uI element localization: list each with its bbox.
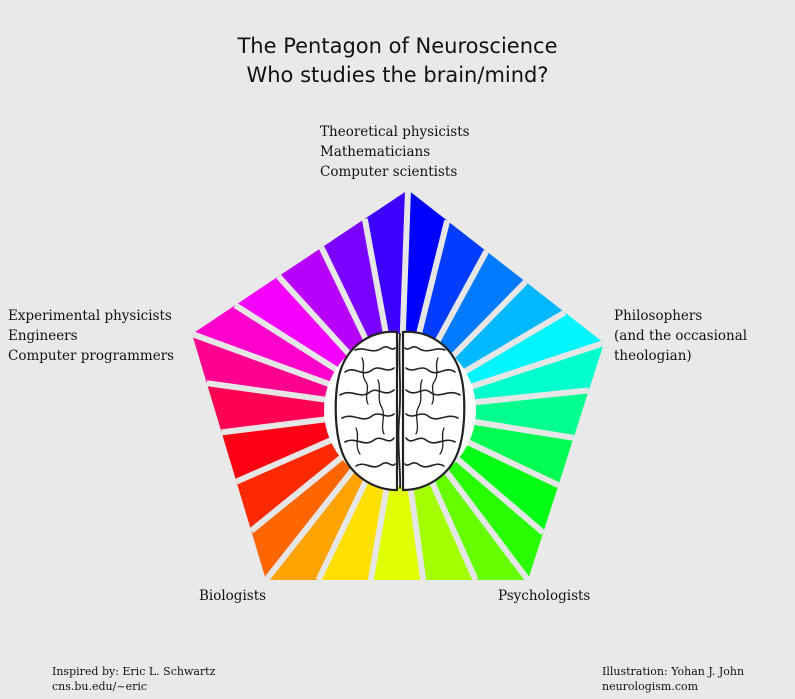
pentagon-wedge <box>400 390 589 438</box>
label-right-line: (and the occasional <box>614 328 748 344</box>
credit-inspired: Inspired by: Eric L. Schwartz cns.bu.edu… <box>52 664 215 694</box>
pentagon-wedge <box>370 410 424 580</box>
diagram-title: The Pentagon of Neuroscience <box>237 34 558 58</box>
pentagon-wedge <box>206 383 400 433</box>
label-top-line: Theoretical physicists <box>320 124 470 140</box>
diagram-subtitle: Who studies the brain/mind? <box>246 63 549 87</box>
label-right-line: Philosophers <box>614 308 703 324</box>
label-right: Philosophers (and the occasional theolog… <box>614 306 747 366</box>
label-bottom-right: Psychologists <box>498 588 591 604</box>
credit-illustration-name: Illustration: Yohan J. John <box>602 665 745 678</box>
credit-inspired-url: cns.bu.edu/~eric <box>52 680 148 693</box>
label-top: Theoretical physicists Mathematicians Co… <box>320 122 470 182</box>
label-left-line: Engineers <box>8 328 78 344</box>
credit-illustration: Illustration: Yohan J. John neurologism.… <box>602 664 744 694</box>
label-bottom-left: Biologists <box>199 588 267 604</box>
credit-inspired-name: Inspired by: Eric L. Schwartz <box>52 665 216 678</box>
label-right-line: theologian) <box>614 348 692 364</box>
brain-icon <box>334 330 466 492</box>
label-top-line: Computer scientists <box>320 164 458 180</box>
label-left-line: Computer programmers <box>8 348 175 364</box>
credit-illustration-url: neurologism.com <box>602 680 699 693</box>
label-left: Experimental physicists Engineers Comput… <box>8 306 174 366</box>
label-left-line: Experimental physicists <box>8 308 172 324</box>
label-top-line: Mathematicians <box>320 144 431 160</box>
